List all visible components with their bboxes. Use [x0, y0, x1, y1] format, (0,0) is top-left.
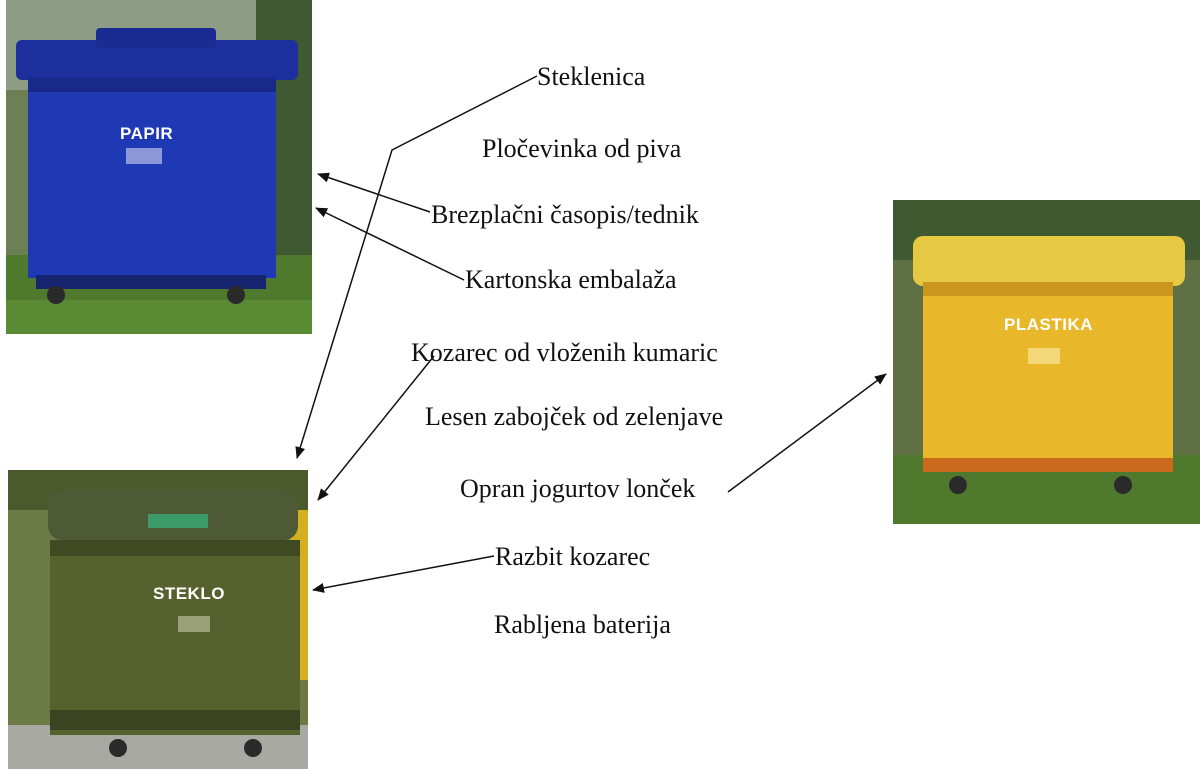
- item-baterija: Rabljena baterija: [494, 610, 671, 639]
- arrow-kumarice-to-steklo: [317, 355, 435, 501]
- papir-bin-label: PAPIR: [120, 124, 174, 143]
- item-jogurt: Opran jogurtov lonček: [460, 474, 696, 503]
- item-karton: Kartonska embalaža: [465, 265, 677, 294]
- papir-bin-photo: [6, 0, 312, 334]
- steklo-bin-image: [8, 470, 308, 769]
- plastika-bin-label: PLASTIKA: [1004, 315, 1093, 334]
- item-steklenica: Steklenica: [537, 62, 646, 91]
- plastika-bin-photo: [893, 200, 1200, 524]
- item-razbit: Razbit kozarec: [495, 542, 651, 571]
- steklo-bin-label: STEKLO: [153, 584, 225, 603]
- steklo-bin-photo: [8, 470, 308, 769]
- arrow-jogurt-to-plastika: [727, 373, 887, 493]
- papir-bin-image: [6, 0, 312, 334]
- item-plocevinka: Pločevinka od piva: [482, 134, 682, 163]
- item-zabojcek: Lesen zabojček od zelenjave: [425, 402, 724, 431]
- arrow-razbit-to-steklo: [312, 555, 495, 593]
- arrow-casopis-to-papir: [317, 172, 431, 213]
- item-casopis: Brezplačni časopis/tednik: [431, 200, 699, 229]
- plastika-bin-image: [893, 200, 1200, 524]
- item-kumarice: Kozarec od vloženih kumaric: [411, 338, 718, 367]
